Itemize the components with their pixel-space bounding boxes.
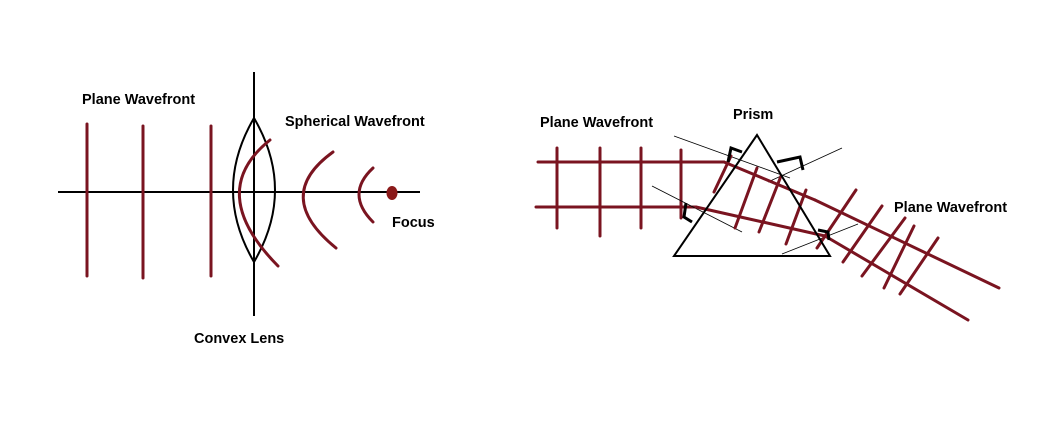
prism — [672, 133, 832, 257]
refracted-ray-2 — [694, 205, 827, 238]
incident-wavefront-label: Plane Wavefront — [540, 115, 653, 131]
internal-wavefront-2 — [733, 166, 759, 230]
spherical-wavefront-2 — [301, 150, 338, 250]
emergent-wavefront-4 — [882, 224, 916, 290]
spherical-wavefront-3 — [357, 166, 375, 224]
normal-line-2 — [651, 185, 743, 233]
emergent-wavefront-3 — [860, 216, 907, 278]
internal-wavefront-4 — [784, 188, 808, 246]
internal-wavefront-3 — [757, 174, 783, 234]
emergent-wavefront-1 — [815, 188, 858, 250]
emergent-ray-2 — [823, 234, 970, 322]
convex-lens-label: Convex Lens — [194, 331, 284, 347]
right-angle-mark-4 — [817, 228, 831, 241]
convex-lens-diagram: Plane Wavefront Spherical Wavefront Focu… — [58, 72, 435, 347]
spherical-wavefront-1 — [237, 138, 280, 268]
focus-label: Focus — [392, 215, 435, 231]
focus-point — [386, 186, 398, 200]
emergent-wavefront-2 — [841, 204, 884, 264]
prism-diagram: Plane Wavefront Prism Plane Wavefront — [534, 107, 1007, 322]
right-angle-mark-3 — [682, 202, 693, 224]
spherical-wavefront-label: Spherical Wavefront — [285, 114, 425, 130]
prism-label: Prism — [733, 107, 773, 123]
right-angle-mark-1 — [726, 146, 743, 163]
refracted-ray-1 — [722, 160, 817, 202]
plane-wavefront-label: Plane Wavefront — [82, 92, 195, 108]
emergent-ray-1 — [813, 198, 1001, 290]
emergent-wavefront-label: Plane Wavefront — [894, 200, 1007, 216]
right-angle-mark-2 — [776, 155, 805, 171]
emergent-wavefront-5 — [898, 236, 940, 296]
convex-lens — [232, 116, 276, 264]
